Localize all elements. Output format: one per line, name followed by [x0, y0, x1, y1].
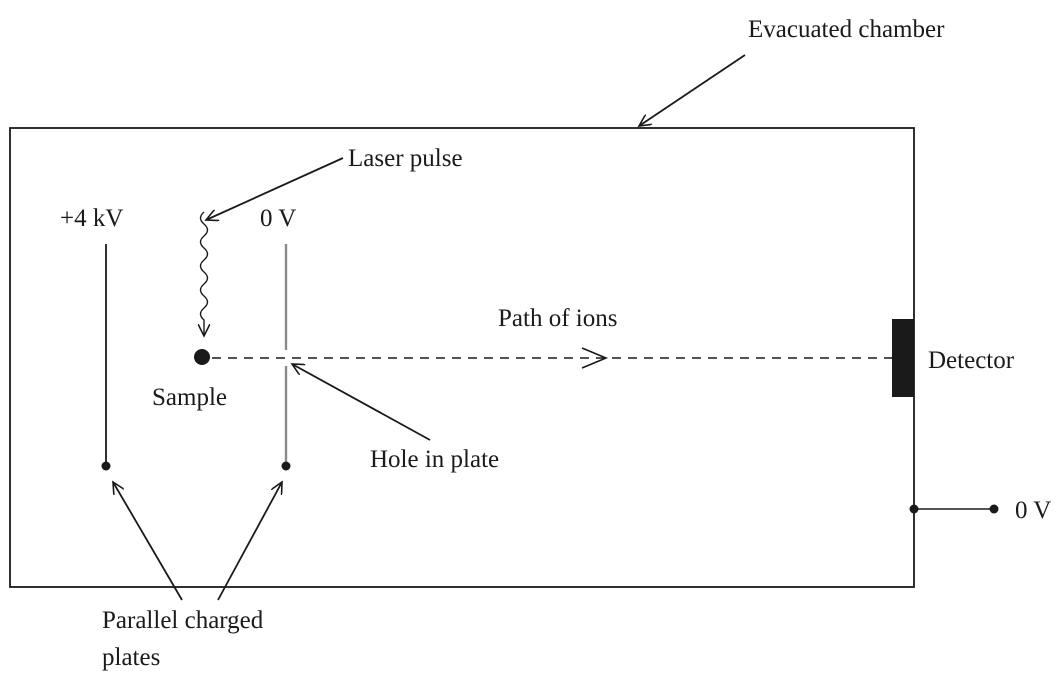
sample-label: Sample: [152, 384, 227, 411]
ion-path-label: Path of ions: [498, 305, 617, 332]
ground-terminal-end: [989, 504, 999, 514]
chamber-arrow: [639, 54, 746, 126]
left-plate-terminal: [101, 461, 111, 471]
plates-label-line1: Parallel charged: [102, 607, 264, 634]
laser-pulse-wave: [201, 211, 208, 336]
hole-label: Hole in plate: [370, 446, 499, 473]
laser-arrow: [206, 157, 344, 220]
sample-dot: [194, 349, 210, 365]
hole-arrow: [292, 364, 431, 441]
detector-block: [892, 319, 914, 397]
right-plate-voltage: 0 V: [260, 205, 296, 232]
plates-arrow-right: [217, 482, 282, 601]
ground-voltage-label: 0 V: [1015, 497, 1051, 524]
left-plate-voltage: +4 kV: [60, 205, 123, 232]
plates-label-line2: plates: [102, 644, 160, 671]
detector-label: Detector: [928, 347, 1015, 374]
laser-label: Laser pulse: [348, 145, 463, 172]
plates-arrow-left: [113, 482, 183, 601]
right-plate-terminal: [281, 461, 291, 471]
chamber-label: Evacuated chamber: [748, 16, 945, 43]
ion-path-arrowhead: [581, 347, 609, 369]
